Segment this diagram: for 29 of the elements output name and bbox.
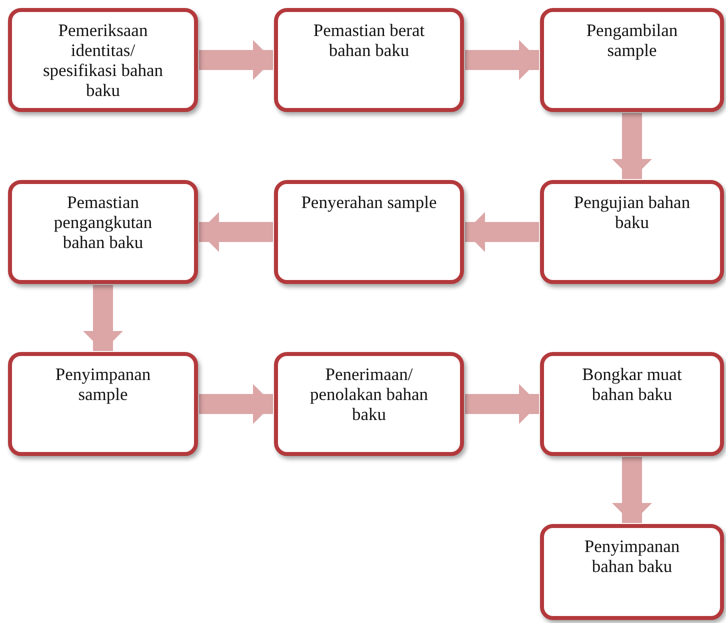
step-label: Penyimpanan sample [54,364,152,404]
block-arrow [465,40,539,80]
process-box [8,352,198,456]
process-box [274,352,464,456]
block-arrow [199,384,273,424]
step-label: Penyimpanan bahan baku [583,536,681,576]
step-label: Pemastian berat bahan baku [312,20,426,60]
process-box [8,180,198,284]
step-label: Pemastian pengangkutan bahan baku [52,192,154,252]
step-label: Pemeriksaan identitas/ spesifikasi bahan baku [42,20,164,100]
block-arrow [612,113,652,179]
process-box [540,180,724,284]
block-arrow [199,212,273,252]
step-label: Penyerahan sample [300,192,438,212]
process-box [274,8,464,112]
block-arrow [612,457,652,523]
block-arrow [199,40,273,80]
block-arrow [465,384,539,424]
process-box [540,8,724,112]
process-box [8,8,198,112]
process-box [540,524,724,620]
step-label: Bongkar muat bahan baku [581,364,683,404]
step-label: Pengambilan sample [585,20,679,60]
step-label: Penerimaan/ penolakan bahan baku [308,364,430,424]
process-box [540,352,724,456]
block-arrow [83,285,123,351]
step-label: Pengujian bahan baku [572,192,692,232]
block-arrow [465,212,539,252]
process-box [274,180,464,284]
